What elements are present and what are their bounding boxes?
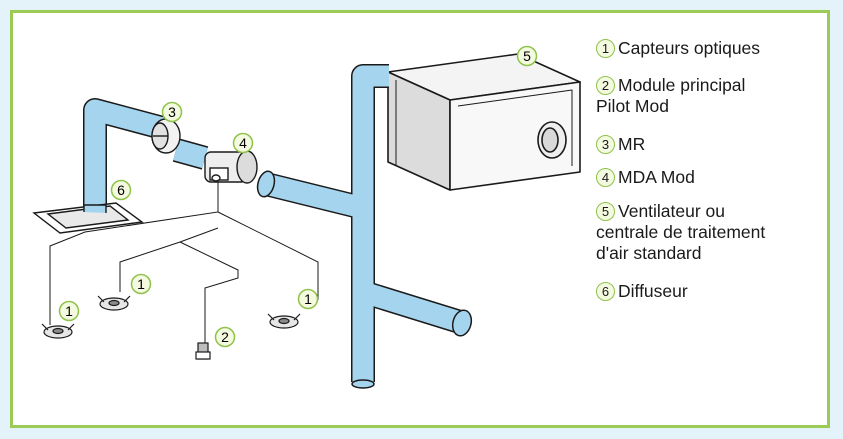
legend-number: 1: [596, 39, 615, 58]
callout-mr-label: 3: [168, 104, 176, 120]
callout-pilot-module: 2: [214, 326, 236, 348]
callout-pilot-module-label: 2: [221, 329, 229, 345]
optical-sensor-c: [267, 313, 301, 329]
duct-end-upper: [256, 170, 276, 198]
duct-end-lower: [451, 309, 473, 337]
mda-unit: [204, 150, 258, 184]
callout-fan-unit-label: 5: [523, 48, 531, 64]
callout-diffuser: 6: [110, 179, 132, 201]
callout-diffuser-label: 6: [117, 182, 125, 198]
legend-number: 6: [596, 282, 615, 301]
callout-sensor-b-label: 1: [137, 276, 145, 292]
pilot-module: [195, 342, 211, 360]
callout-sensor-c: 1: [297, 288, 319, 310]
legend-label: Capteurs optiques: [618, 38, 761, 58]
legend-number: 3: [596, 135, 615, 154]
callouts: 1 1 1 2 3 4 5 6: [58, 45, 538, 348]
callout-sensor-a: 1: [58, 300, 80, 322]
legend-number: 2: [596, 76, 615, 95]
fan-unit-side: [449, 81, 581, 191]
fan-unit-edge: [395, 80, 573, 166]
callout-sensor-b: 1: [130, 273, 152, 295]
legend-label: MR: [618, 134, 646, 154]
optical-sensor-b: [97, 295, 131, 311]
fan-outlet-inner: [541, 127, 559, 153]
legend-number: 4: [596, 168, 615, 187]
legend-number: 5: [596, 202, 615, 221]
optical-sensor-a: [41, 323, 75, 339]
fan-unit: [387, 53, 581, 191]
diffuser: [32, 202, 144, 234]
duct-network: [83, 64, 473, 389]
callout-fan-unit: 5: [516, 45, 538, 67]
duct-end-bottom: [351, 379, 375, 389]
callout-sensor-c-label: 1: [304, 291, 312, 307]
callout-mda: 4: [232, 132, 254, 154]
callout-sensor-a-label: 1: [65, 303, 73, 319]
legend-label: Module principal Pilot Mod: [596, 75, 746, 116]
legend-label: Ventilateur ou centrale de traitement d'…: [596, 201, 766, 263]
callout-mr: 3: [161, 101, 183, 123]
control-wiring: [49, 180, 319, 345]
mr-damper: [151, 118, 181, 154]
callout-mda-label: 4: [239, 135, 247, 151]
legend-label: Diffuseur: [618, 281, 688, 301]
legend-label: MDA Mod: [618, 167, 695, 187]
